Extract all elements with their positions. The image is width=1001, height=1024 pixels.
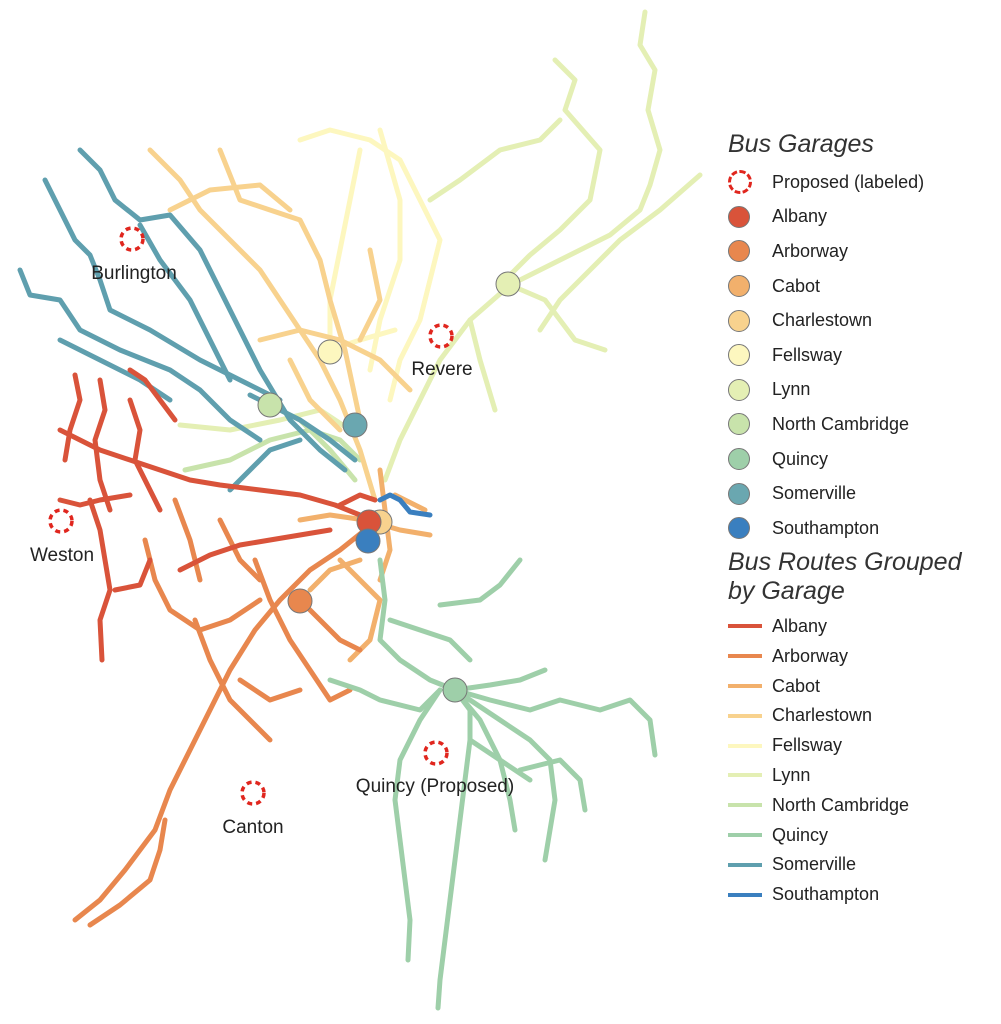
legend-garage-label: Cabot — [772, 275, 821, 296]
proposed-weston-marker — [48, 508, 74, 534]
legend-garage-label: Lynn — [772, 379, 811, 400]
legend-garage-label: Charlestown — [772, 310, 873, 331]
proposed-burlington-marker — [119, 226, 145, 252]
garage-fellsway — [317, 339, 343, 365]
route-line-icon — [728, 892, 762, 897]
label-revere: Revere — [411, 359, 472, 380]
garage-dot-icon — [728, 275, 750, 298]
legend-garage-label: North Cambridge — [772, 413, 910, 434]
legend-proposed-item: Proposed (labeled) — [728, 165, 998, 200]
route-line-icon — [728, 773, 762, 778]
legend-garage-label: Arborway — [772, 240, 849, 261]
legend-route-label: North Cambridge — [772, 794, 910, 815]
legend-route-fellsway: Fellsway — [728, 731, 998, 761]
legend-route-label: Arborway — [772, 645, 849, 666]
route-line-icon — [728, 743, 762, 748]
garage-markers — [257, 271, 521, 703]
label-canton: Canton — [222, 817, 283, 838]
route-line-icon — [728, 684, 762, 689]
legend-route-arborway: Arborway — [728, 641, 998, 671]
legend-garage-albany: Albany — [728, 200, 998, 235]
route-line-icon — [728, 713, 762, 718]
legend-garage-somerville: Somerville — [728, 476, 998, 511]
label-quincy-proposed: Quincy (Proposed) — [356, 776, 514, 797]
proposed-quincy-marker — [423, 740, 449, 766]
legend-route-label: Fellsway — [772, 735, 843, 756]
legend-garage-label: Quincy — [772, 448, 829, 469]
legend-route-label: Southampton — [772, 884, 880, 905]
route-line-icon — [728, 833, 762, 837]
garage-lynn — [495, 271, 521, 297]
legend-garage-fellsway: Fellsway — [728, 338, 998, 373]
legend-garage-label: Somerville — [772, 483, 857, 504]
route-lines-southampton — [377, 492, 433, 518]
legend-routes-title-line1: Bus Routes Grouped — [728, 547, 962, 576]
label-weston: Weston — [30, 545, 94, 566]
legend-route-somerville: Somerville — [728, 850, 998, 880]
route-line-icon — [728, 862, 762, 867]
legend-garage-north-cambridge: North Cambridge — [728, 407, 998, 442]
garage-dot-icon — [728, 240, 750, 263]
legend-route-lynn: Lynn — [728, 761, 998, 791]
legend-garage-arborway: Arborway — [728, 234, 998, 269]
legend-routes-title-line2: by Garage — [728, 576, 845, 605]
legend-garage-label: Fellsway — [772, 344, 843, 365]
label-burlington: Burlington — [91, 263, 177, 284]
legend-route-quincy: Quincy — [728, 820, 998, 850]
legend-route-label: Albany — [772, 615, 828, 636]
garage-dot-icon — [728, 517, 750, 540]
legend-route-southampton: Southampton — [728, 880, 998, 910]
route-lines-albany — [57, 367, 378, 663]
route-line-icon — [728, 654, 762, 659]
legend-route-label: Charlestown — [772, 705, 873, 726]
route-line-icon — [728, 624, 762, 629]
proposed-garage-icon — [728, 170, 752, 195]
garage-quincy — [442, 677, 468, 703]
route-line-icon — [728, 803, 762, 808]
legend-proposed-label: Proposed (labeled) — [772, 171, 925, 192]
garage-dot-icon — [728, 413, 750, 436]
garage-dot-icon — [728, 205, 750, 228]
garage-dot-icon — [728, 378, 750, 401]
route-lines-lynn — [177, 9, 703, 483]
route-lines-quincy — [327, 557, 658, 1011]
proposed-garage-markers — [48, 226, 454, 806]
proposed-canton-marker — [240, 780, 266, 806]
legend-garage-southampton: Southampton — [728, 511, 998, 546]
legend-route-label: Cabot — [772, 675, 821, 696]
route-lines-arborway — [72, 497, 368, 928]
legend-route-north-cambridge: North Cambridge — [728, 790, 998, 820]
legend-route-cabot: Cabot — [728, 671, 998, 701]
garage-arborway — [287, 588, 313, 614]
legend-garage-lynn: Lynn — [728, 373, 998, 408]
garage-dot-icon — [728, 309, 750, 332]
proposed-labels: Burlington Revere Weston Canton Quincy (… — [30, 263, 514, 838]
legend-garage-quincy: Quincy — [728, 442, 998, 477]
legend-route-label: Somerville — [772, 854, 857, 875]
legend-route-label: Lynn — [772, 764, 811, 785]
garage-somerville — [342, 412, 368, 438]
proposed-revere-marker — [428, 323, 454, 349]
legend-garage-label: Albany — [772, 206, 828, 227]
legend-route-label: Quincy — [772, 824, 829, 845]
garage-north-cambridge — [257, 392, 283, 418]
garage-dot-icon — [728, 448, 750, 471]
legend-garage-charlestown: Charlestown — [728, 303, 998, 338]
legend-route-charlestown: Charlestown — [728, 701, 998, 731]
legend-garages-title: Bus Garages — [728, 130, 874, 158]
legend-route-albany: Albany — [728, 612, 998, 642]
garage-dot-icon — [728, 482, 750, 505]
garage-dot-icon — [728, 344, 750, 367]
garage-southampton — [355, 528, 381, 554]
legend-garage-cabot: Cabot — [728, 269, 998, 304]
legend-garage-label: Southampton — [772, 517, 880, 538]
